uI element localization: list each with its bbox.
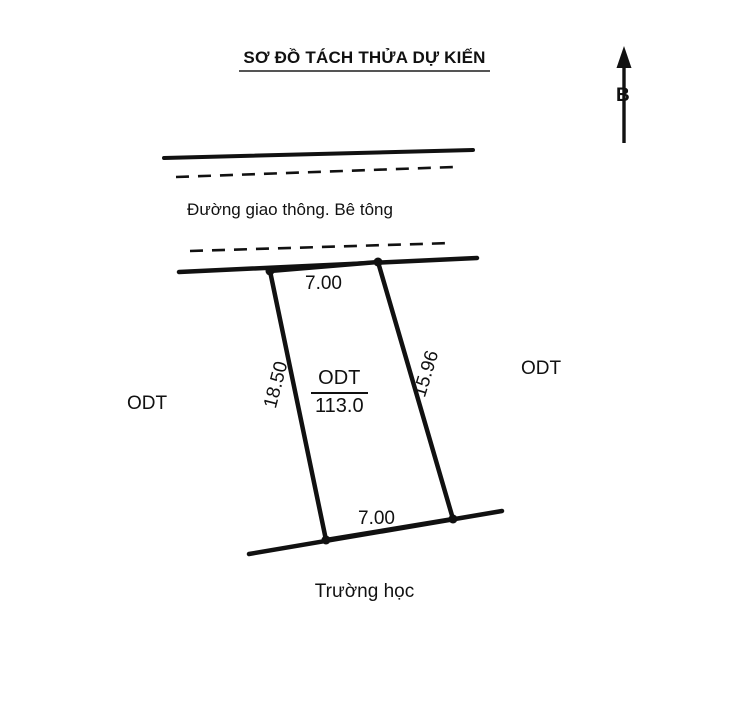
- north-arrow-icon: [616, 46, 632, 143]
- parcel-vertex-top-left: [265, 266, 275, 276]
- parcel-vertex-bottom-right: [448, 514, 458, 524]
- parcel-vertex-top-right: [373, 257, 383, 267]
- road-upper-solid-line: [162, 148, 475, 160]
- road-lower-dashed-line: [189, 241, 453, 253]
- parcel-vertex-bottom-left: [321, 535, 331, 545]
- parcel-polygon: [267, 259, 456, 543]
- road-upper-dashed-line: [175, 165, 455, 179]
